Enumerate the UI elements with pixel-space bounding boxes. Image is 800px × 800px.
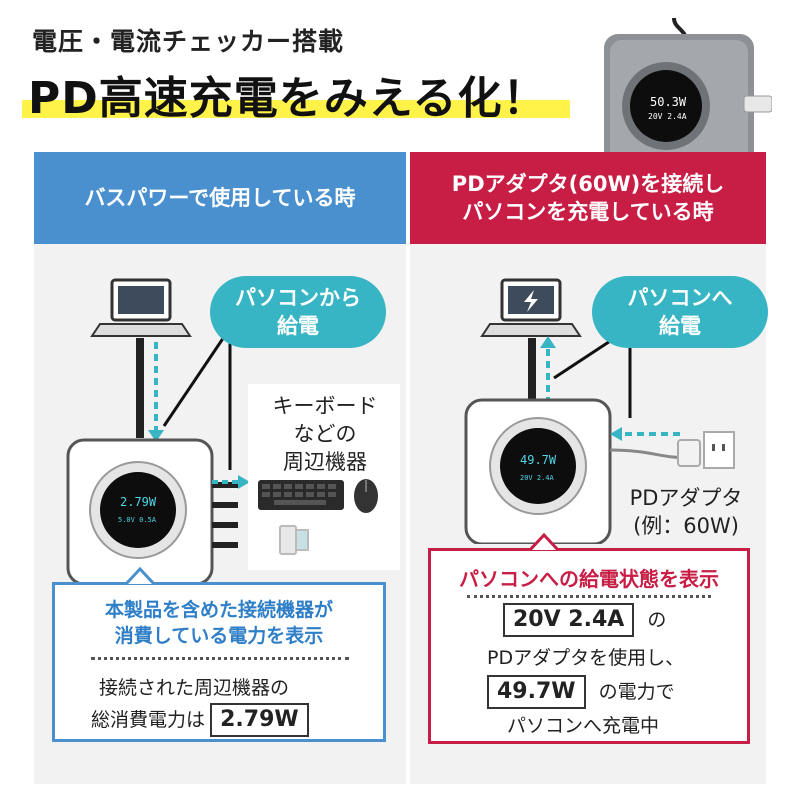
right-info-value2-suffix: の電力で — [598, 681, 675, 703]
left-info-box: 本製品を含めた接続機器が 消費している電力を表示 接続された周辺機器の 総消費電… — [52, 582, 386, 742]
right-info-value2: 49.7W — [487, 675, 586, 709]
left-info-value: 2.79W — [210, 703, 309, 737]
left-info-line1: 接続された周辺機器の — [99, 677, 290, 699]
peripheral-label: キーボード などの 周辺機器 — [250, 392, 400, 476]
hub-display-bottom: 20V 2.4A — [648, 112, 687, 121]
title-highlight — [22, 100, 570, 118]
laptop-icon — [90, 278, 192, 337]
left-info-title-line1: 本製品を含めた接続機器が — [104, 599, 333, 621]
pd-adapter-diagram: 49.7W 20V 2.4A — [464, 278, 735, 544]
right-info-value1-suffix: の — [647, 609, 667, 631]
right-device-display-top: 49.7W — [520, 453, 557, 467]
left-device-display-bottom: 5.0V 0.5A — [118, 516, 157, 524]
left-info-pointer — [126, 567, 154, 585]
page-title: PD高速充電をみえる化！ — [28, 73, 548, 124]
left-info-title: 本製品を含めた接続機器が 消費している電力を表示 — [55, 597, 383, 649]
left-bubble-line1: パソコンから — [235, 286, 361, 310]
usb-stick-icon — [279, 525, 309, 555]
right-info-line2: PDアダプタを使用し、 — [487, 647, 685, 669]
bus-power-diagram: 2.79W 5.0V 0.5A — [66, 278, 400, 584]
mouse-icon — [354, 479, 378, 513]
hub-device-icon: 2.79W 5.0V 0.5A — [66, 438, 214, 584]
hub-product-image: 50.3W 20V 2.4A — [604, 18, 772, 176]
right-info-divider — [467, 595, 711, 598]
left-info-line2: 総消費電力は — [91, 709, 206, 731]
keyboard-icon — [258, 480, 344, 510]
left-device-display-top: 2.79W — [120, 495, 157, 509]
adapter-label-line1: PDアダプタ — [629, 486, 743, 510]
hub-display-top: 50.3W — [650, 95, 687, 109]
right-info-box: パソコンへの給電状態を表示 20V 2.4A の PDアダプタを使用し、 49.… — [428, 548, 750, 744]
left-info-title-line2: 消費している電力を表示 — [114, 625, 324, 647]
left-bubble: パソコンから 給電 — [210, 276, 386, 348]
right-hub-device-icon: 49.7W 20V 2.4A — [464, 398, 612, 544]
right-info-title: パソコンへの給電状態を表示 — [459, 567, 719, 591]
charging-laptop-icon — [480, 278, 582, 337]
pd-adapter-icon — [677, 431, 735, 469]
peripheral-label-line1: キーボード — [272, 394, 378, 418]
right-bubble-line2: 給電 — [659, 314, 701, 338]
peripheral-label-line3: 周辺機器 — [283, 450, 367, 474]
header-subtitle: 電圧・電流チェッカー搭載 — [32, 27, 345, 56]
right-info-value1: 20V 2.4A — [503, 603, 635, 637]
right-info-pointer — [530, 533, 558, 551]
right-bubble-line1: パソコンへ — [627, 286, 733, 310]
left-bubble-line2: 給電 — [277, 314, 319, 338]
adapter-label-line2: (例：60W) — [633, 514, 739, 538]
right-device-display-bottom: 20V 2.4A — [520, 474, 555, 482]
right-heading-line1: PDアダプタ(60W)を接続し — [451, 172, 725, 196]
right-info-line4: パソコンへ充電中 — [507, 715, 660, 737]
adapter-label: PDアダプタ (例：60W) — [612, 484, 760, 540]
right-panel-heading: PDアダプタ(60W)を接続し パソコンを充電している時 — [410, 152, 766, 244]
right-bubble: パソコンへ 給電 — [592, 276, 768, 348]
right-heading-line2: パソコンを充電している時 — [462, 200, 714, 224]
peripheral-label-line2: などの — [293, 422, 357, 446]
left-panel-heading: バスパワーで使用している時 — [34, 152, 406, 244]
left-info-divider — [91, 657, 349, 660]
